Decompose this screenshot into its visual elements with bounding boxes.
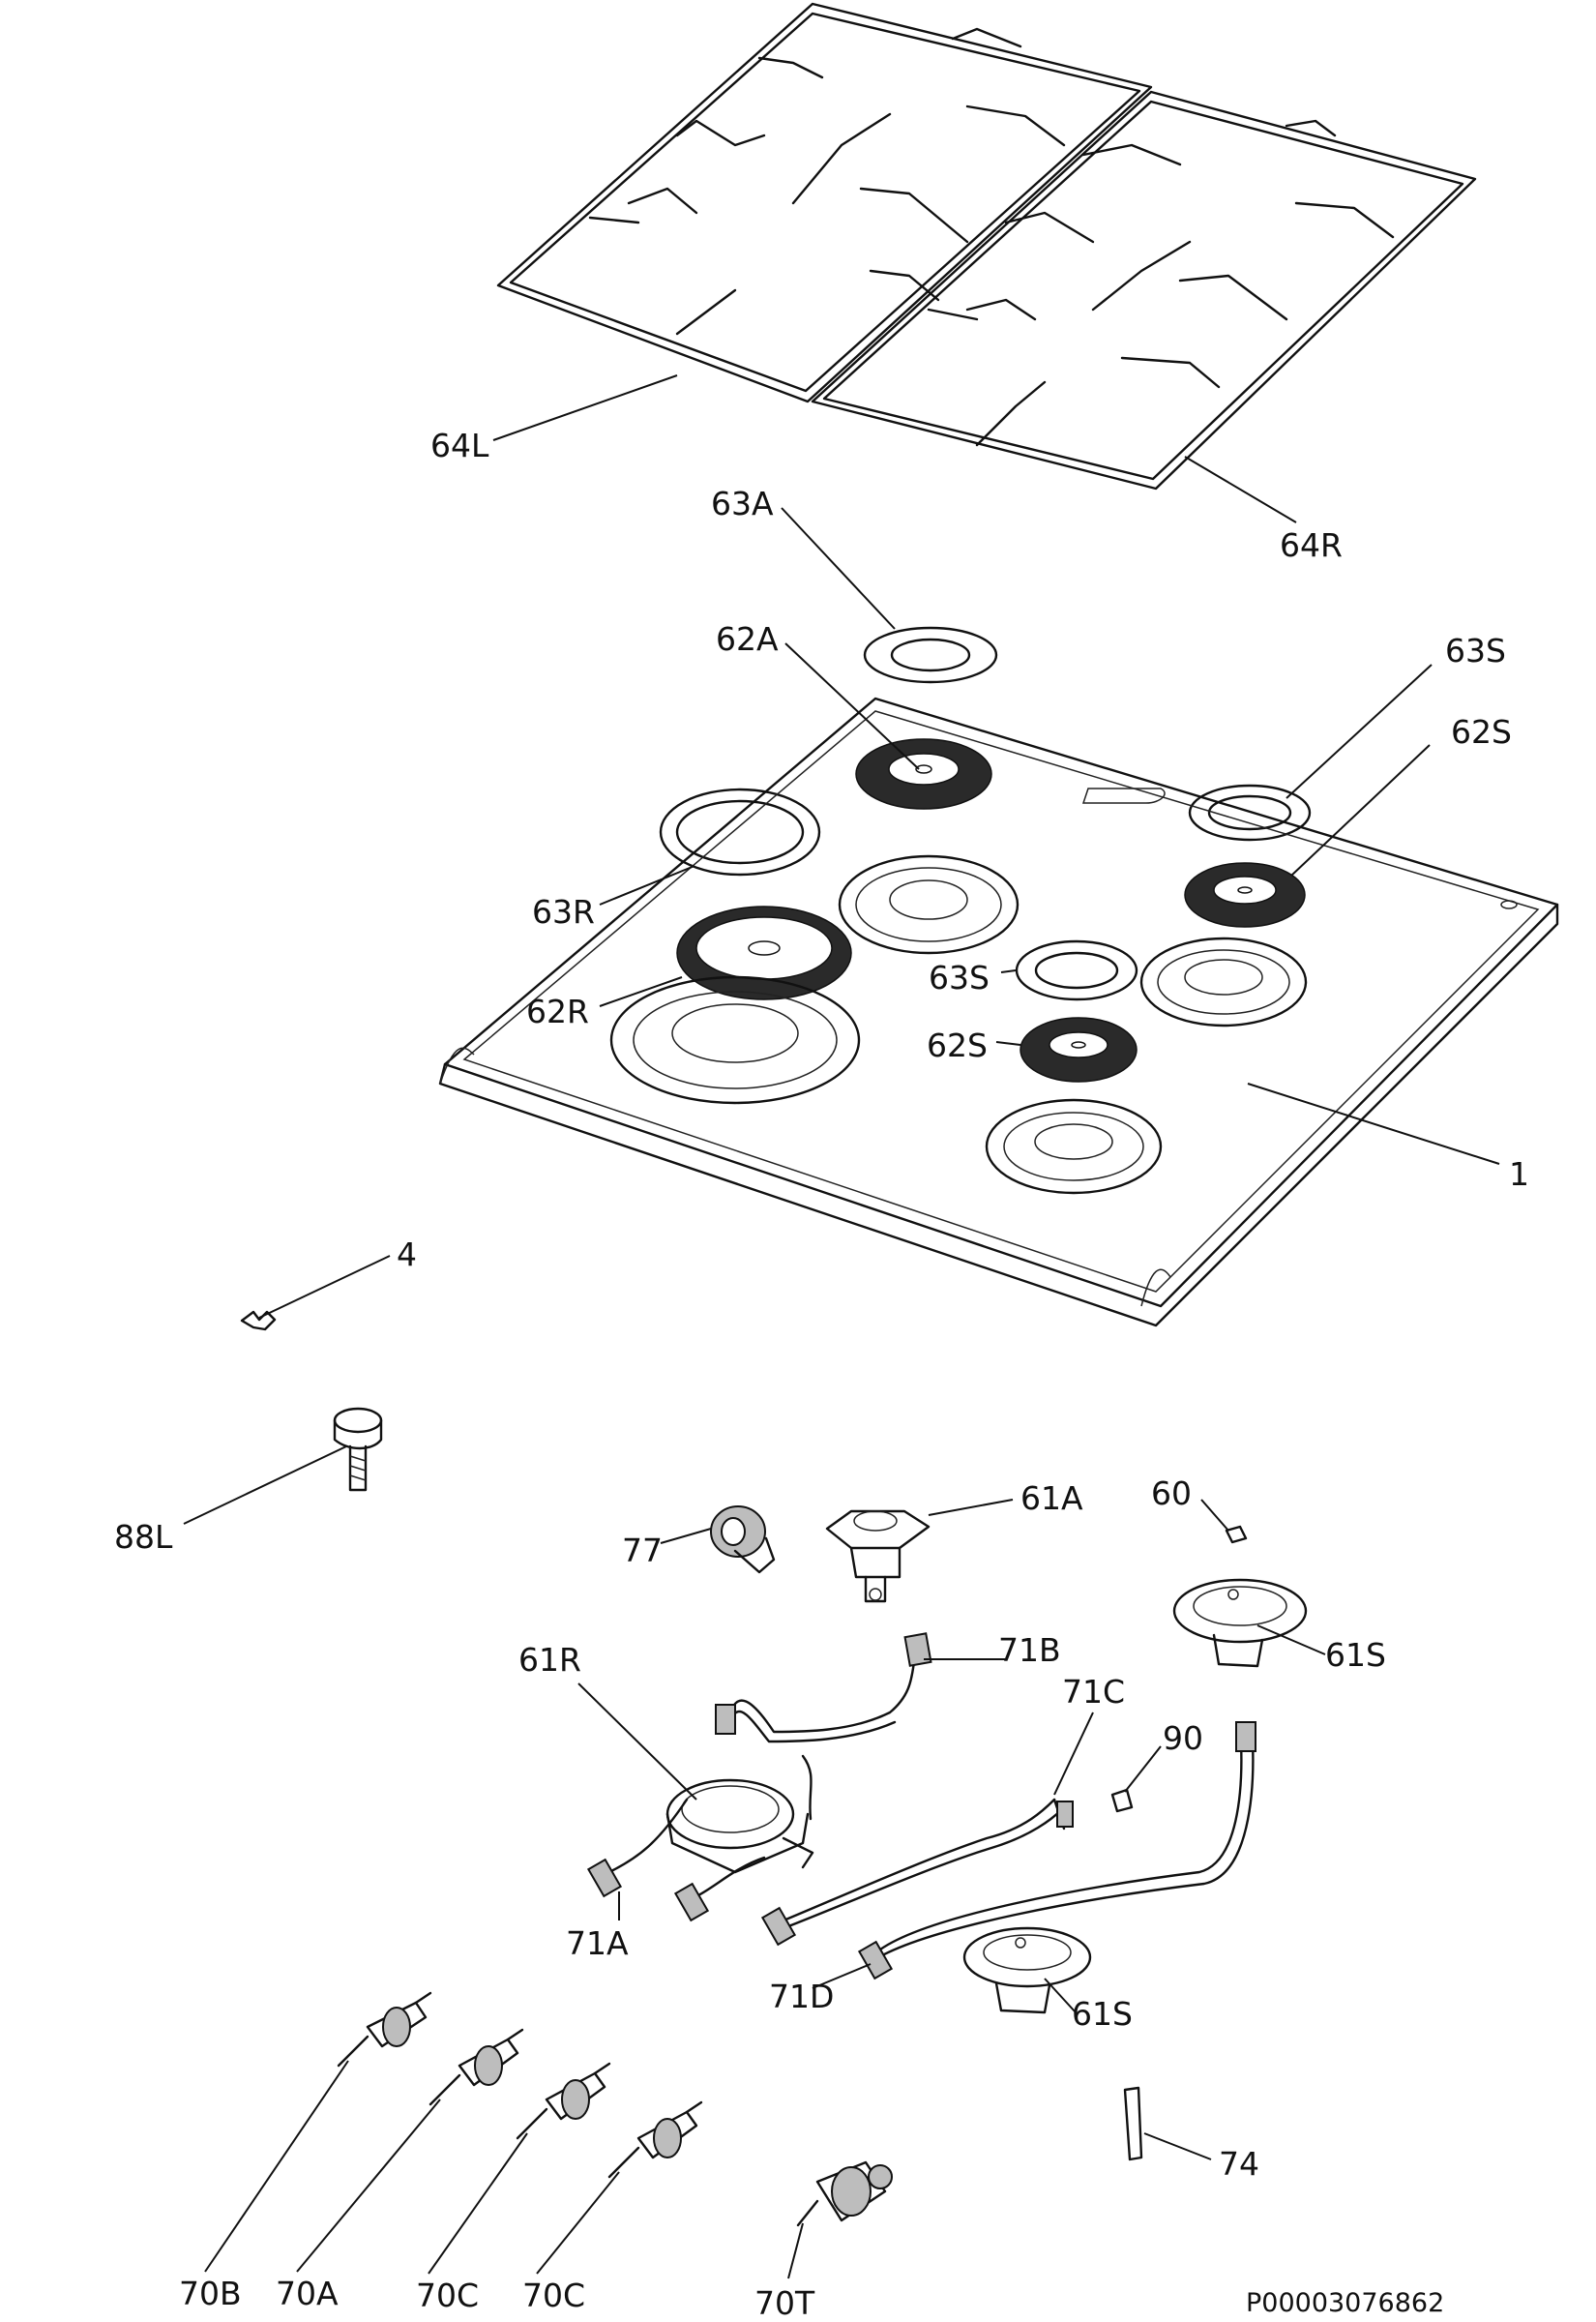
label-70T: 70T (754, 2284, 815, 2322)
label-61S-bottom: 61S (1072, 1995, 1133, 2033)
burner-cap-63S-top (1188, 784, 1312, 842)
burner-cap-63R (659, 788, 821, 877)
gas-tap-70T (796, 2160, 893, 2227)
label-4: 4 (397, 1235, 417, 1273)
hob-wells (609, 854, 1308, 1195)
gas-tap-70C-left (516, 2062, 611, 2140)
label-77: 77 (622, 1532, 663, 1569)
burner-head-62R (676, 906, 852, 1000)
burner-cap-63S-mid (1015, 939, 1138, 1001)
label-63S-top: 63S (1445, 632, 1506, 670)
label-64R: 64R (1280, 526, 1343, 564)
nut-60 (1225, 1525, 1248, 1544)
label-71C: 71C (1062, 1673, 1125, 1711)
label-1: 1 (1509, 1155, 1529, 1193)
label-62R: 62R (526, 993, 589, 1030)
gas-tap-70C-right (607, 2100, 703, 2179)
part-77 (710, 1505, 776, 1574)
burner-cup-61R (665, 1778, 814, 1874)
label-61R: 61R (518, 1641, 581, 1679)
part-labels: 64L 64R 63A 62A 63S 62S 63R 62R 63S 62S … (114, 427, 1529, 2322)
gas-tap-70A (429, 2028, 524, 2106)
label-74: 74 (1219, 2145, 1259, 2183)
burner-cup-61S-bottom (962, 1926, 1092, 2014)
burner-cup-61S-top (1172, 1578, 1308, 1668)
label-90: 90 (1163, 1719, 1203, 1757)
label-70C-right: 70C (522, 2277, 585, 2314)
label-70B: 70B (179, 2275, 242, 2312)
label-61S-top: 61S (1325, 1636, 1386, 1674)
label-64L: 64L (430, 427, 489, 464)
label-70C-left: 70C (416, 2277, 479, 2314)
pan-support-right (811, 90, 1477, 491)
leader-lines (183, 374, 1500, 2279)
label-63A: 63A (711, 485, 774, 522)
burner-head-62A (855, 738, 992, 810)
clip-part-4 (240, 1310, 277, 1331)
burner-head-62S-mid (1020, 1017, 1138, 1083)
burner-cap-63A (863, 626, 998, 684)
label-88L: 88L (114, 1518, 173, 1556)
label-62S-top: 62S (1451, 713, 1512, 751)
pan-support-left (496, 2, 1153, 403)
label-71D: 71D (769, 1978, 834, 2015)
document-code: P00003076862 (1246, 2288, 1444, 2318)
burner-cup-61A (825, 1509, 931, 1603)
label-60: 60 (1151, 1474, 1192, 1512)
screw-88L (333, 1407, 383, 1492)
burner-head-62S-top (1184, 862, 1306, 928)
thermocouple-74 (1123, 2086, 1143, 2161)
nut-90 (1110, 1788, 1134, 1813)
gas-tap-70B (337, 1991, 432, 2068)
label-63R: 63R (532, 893, 595, 931)
gas-pipes (586, 1632, 1256, 1980)
label-62A: 62A (716, 620, 779, 658)
label-71A: 71A (566, 1924, 629, 1962)
label-70A: 70A (276, 2275, 339, 2312)
hob-top-panel (438, 697, 1559, 1327)
label-63S-mid: 63S (929, 959, 990, 997)
label-62S-mid: 62S (927, 1027, 988, 1064)
label-61A: 61A (1020, 1479, 1083, 1517)
label-71B: 71B (998, 1631, 1061, 1669)
